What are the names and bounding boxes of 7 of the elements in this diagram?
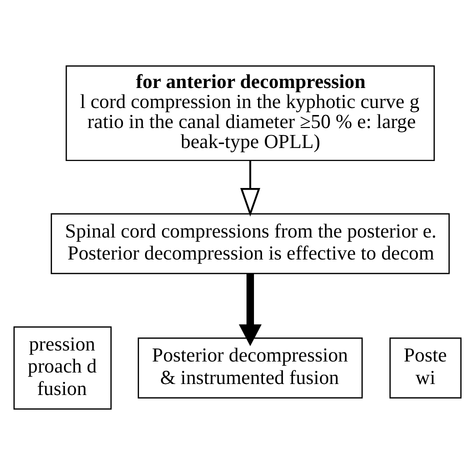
node-box: Spinal cord compressions from the posterior e. Posterior decompression is effective to decom bbox=[50, 212, 450, 274]
node-box: for anterior decompression l cord compression in the kyphotic curve g ratio in the canal diameter ≥50 % e: large beak-type OPLL) bbox=[65, 64, 434, 161]
node-box: Poste wi bbox=[388, 337, 462, 398]
node-box: pression proach d fusion bbox=[12, 326, 112, 410]
arrow bbox=[238, 273, 262, 346]
node-box: Posterior decompression & instrumented fusion bbox=[137, 337, 362, 398]
arrow bbox=[240, 160, 260, 216]
